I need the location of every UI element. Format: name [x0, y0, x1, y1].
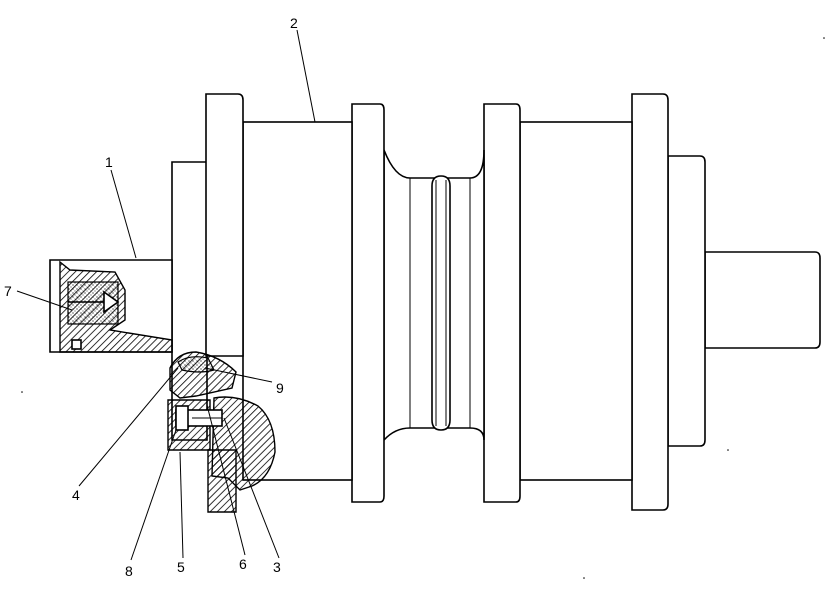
- speck: [823, 37, 825, 39]
- right-inner-flange: [483, 103, 521, 503]
- leader-3: [223, 417, 280, 559]
- callout-4: 4: [72, 487, 80, 503]
- callout-3: 3: [273, 559, 281, 575]
- leader-1: [110, 169, 137, 259]
- leader-4: [78, 367, 179, 487]
- speck: [727, 449, 729, 451]
- left-collar: [171, 161, 208, 441]
- right-collar: [667, 155, 706, 447]
- speck: [21, 391, 23, 393]
- shaft-right-end: [704, 251, 821, 349]
- callout-8: 8: [125, 563, 133, 579]
- callout-9: 9: [276, 380, 284, 396]
- left-outer-flange: [205, 93, 244, 357]
- callout-6: 6: [239, 556, 247, 572]
- leader-9: [204, 367, 273, 383]
- plug-tip: [103, 290, 120, 314]
- leader-6: [206, 404, 246, 556]
- callout-5: 5: [177, 559, 185, 575]
- callout-7: 7: [4, 283, 12, 299]
- right-tread: [519, 121, 633, 481]
- bolt-head: [175, 405, 189, 431]
- leader-5: [179, 451, 184, 559]
- leader-2: [296, 29, 316, 123]
- left-inner-flange: [351, 103, 385, 503]
- center-groove: [431, 175, 451, 431]
- leader-7: [16, 290, 73, 311]
- lower-retainer-plate: [207, 449, 237, 513]
- left-tread: [242, 121, 353, 481]
- speck: [583, 577, 585, 579]
- callout-1: 1: [105, 154, 113, 170]
- right-outer-flange: [631, 93, 669, 511]
- callout-2: 2: [290, 15, 298, 31]
- plug-screw: [71, 339, 82, 350]
- seal-ring: [177, 356, 215, 373]
- leader-8: [130, 429, 177, 561]
